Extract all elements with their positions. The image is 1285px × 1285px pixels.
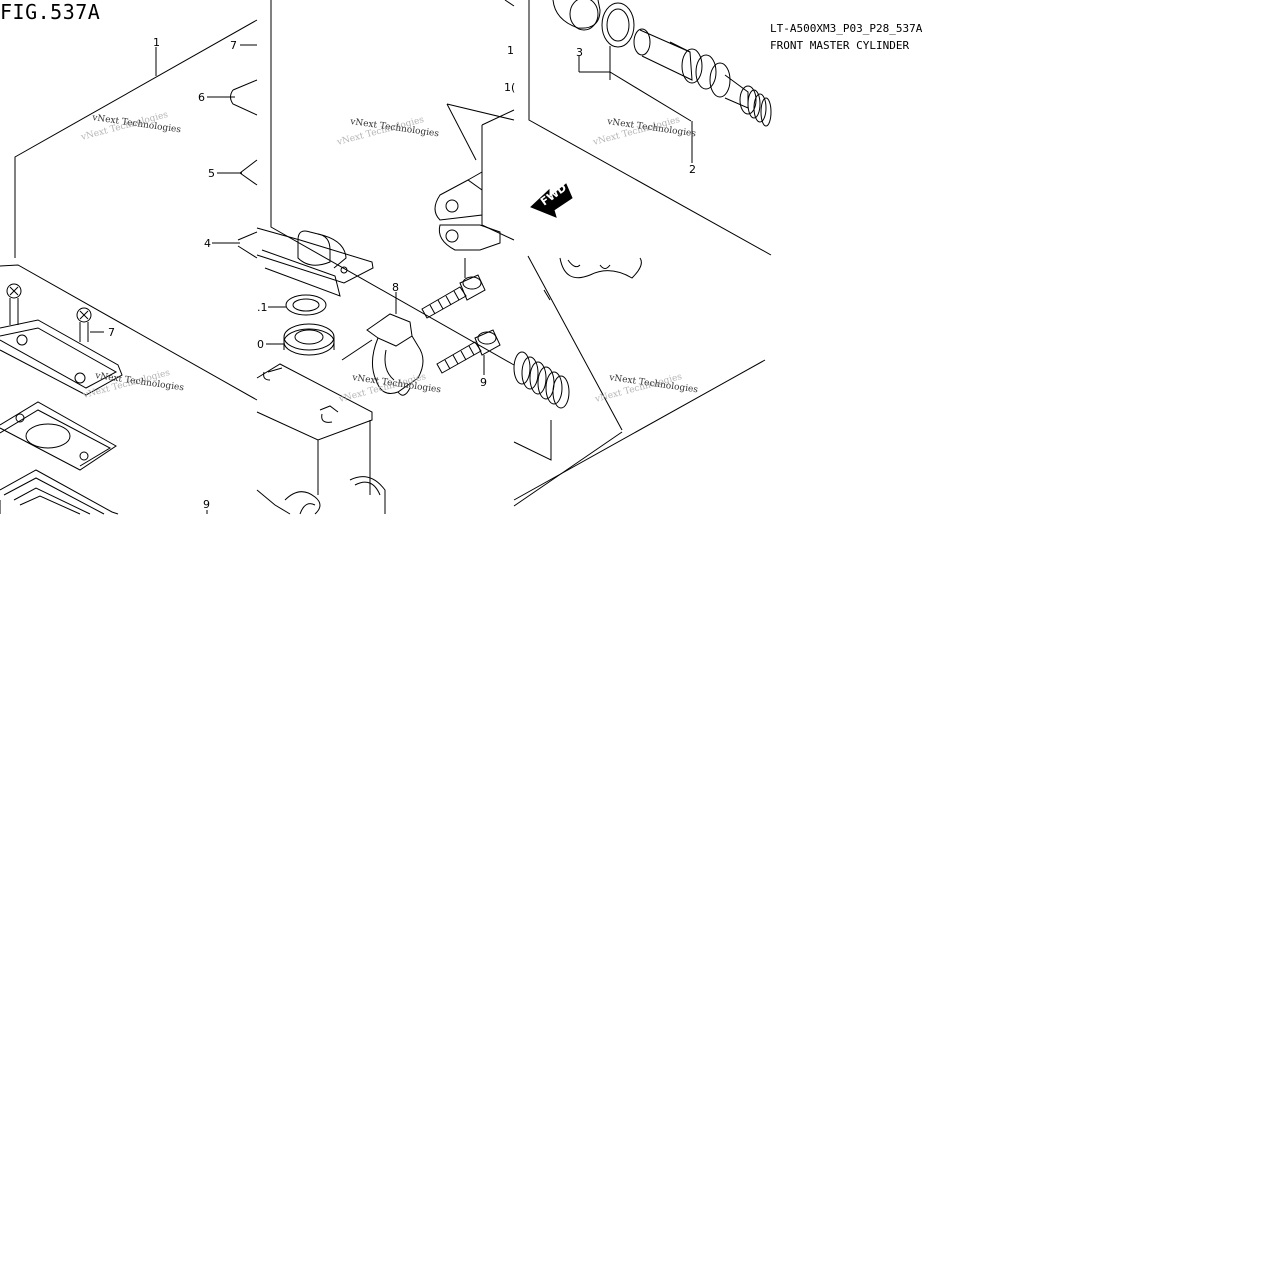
cup-3 bbox=[552, 0, 692, 122]
piston-assembly bbox=[633, 28, 772, 163]
callout-2: 2 bbox=[689, 163, 696, 176]
callout-10-partial-right: 1( bbox=[504, 81, 515, 94]
diagram-code: LT-A500XM3_P03_P28_537A bbox=[770, 22, 923, 35]
mount-bracket bbox=[434, 109, 515, 251]
callout-10-partial: 0 bbox=[257, 338, 264, 351]
callouts: 1 7 6 5 4 7 9 .1 0 8 9 1 1( 3 2 FWD bbox=[108, 36, 696, 511]
cap-assembly bbox=[256, 227, 374, 297]
diaphragm-plate bbox=[0, 401, 117, 471]
clamp-8 bbox=[366, 292, 424, 396]
screw-7 bbox=[76, 307, 104, 342]
circlip bbox=[601, 2, 635, 80]
callout-9-bottom: 9 bbox=[203, 498, 210, 511]
reservoir-cap bbox=[0, 319, 123, 396]
return-spring bbox=[513, 351, 570, 461]
right-panel bbox=[513, 0, 772, 507]
screw-left bbox=[6, 283, 22, 325]
callout-1: 1 bbox=[153, 36, 160, 49]
figure-label: FIG.537A bbox=[0, 0, 101, 24]
bolt-upper bbox=[421, 258, 486, 319]
callout-3: 3 bbox=[576, 46, 583, 59]
seal-10 bbox=[266, 323, 335, 356]
callout-7-top: 7 bbox=[230, 39, 237, 52]
master-cylinder-body bbox=[256, 339, 386, 515]
callout-1-partial: 1 bbox=[507, 44, 514, 57]
callout-9-bolt: 9 bbox=[480, 376, 487, 389]
watermarks: vNext Technologies vNext Technologies vN… bbox=[79, 110, 699, 405]
callout-5: 5 bbox=[208, 167, 215, 180]
bolt-lower-9 bbox=[436, 329, 501, 375]
center-panel bbox=[256, 0, 515, 515]
callout-8: 8 bbox=[392, 281, 399, 294]
callout-4: 4 bbox=[204, 237, 211, 250]
fwd-arrow-icon bbox=[530, 183, 573, 218]
diagram-title: FRONT MASTER CYLINDER bbox=[770, 39, 910, 52]
left-panel bbox=[0, 19, 258, 515]
reservoir-body bbox=[0, 469, 119, 515]
washer-11 bbox=[268, 294, 327, 316]
callout-7-screw: 7 bbox=[108, 326, 115, 339]
callout-11-partial: .1 bbox=[257, 301, 268, 314]
callout-6: 6 bbox=[198, 91, 205, 104]
